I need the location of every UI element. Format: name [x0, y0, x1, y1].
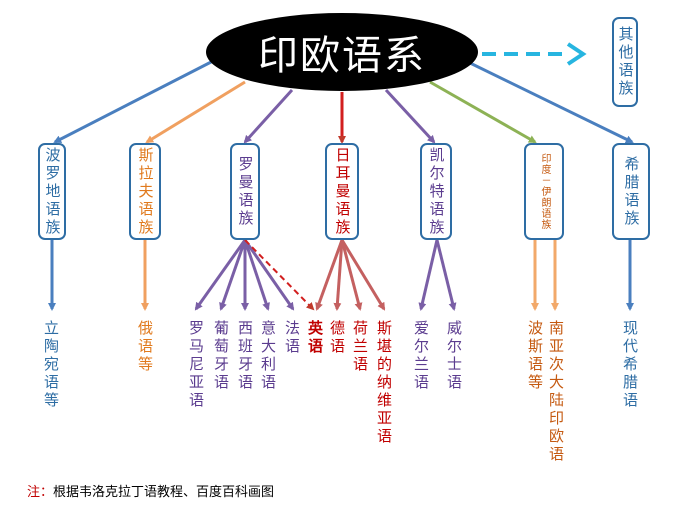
- root-arrows: [53, 58, 634, 144]
- branch-box-romance: 罗曼语族: [230, 143, 260, 240]
- branch-label-celtic: 凯尔特语族: [427, 146, 446, 237]
- leaf-scandinavian: 斯堪的纳维亚语: [375, 320, 393, 446]
- leaf-russian: 俄语等: [136, 320, 154, 374]
- branch-box-celtic: 凯尔特语族: [420, 143, 452, 240]
- source-note-lead: 注：: [27, 485, 54, 500]
- leaf-spanish: 西班牙语: [236, 320, 254, 392]
- branch-label-baltic: 波罗地语族: [43, 146, 62, 237]
- other-dashed-arrow: [482, 42, 587, 66]
- leaf-portuguese: 葡萄牙语: [212, 320, 230, 392]
- leaf-irish: 爱尔兰语: [412, 320, 430, 392]
- branch-label-indo-iranian: 印度－伊朗语族: [539, 153, 550, 230]
- branch-box-baltic: 波罗地语族: [38, 143, 66, 240]
- branch-box-germanic: 日耳曼语族: [325, 143, 359, 240]
- leaf-italian: 意大利语: [259, 320, 277, 392]
- leaf-arrows: [48, 239, 634, 311]
- branch-box-indo-iranian: 印度－伊朗语族: [524, 143, 564, 240]
- leaf-dutch: 荷兰语: [351, 320, 369, 374]
- leaf-persian: 波斯语等: [526, 320, 544, 392]
- leaf-romanian: 罗马尼亚语: [187, 320, 205, 410]
- branch-box-slavic: 斯拉夫语族: [129, 143, 161, 240]
- branch-label-romance: 罗曼语族: [236, 155, 255, 228]
- source-note-text: 根据韦洛克拉丁语教程、百度百科画图: [53, 485, 275, 500]
- leaf-welsh: 威尔士语: [445, 320, 463, 392]
- leaf-german: 德语: [328, 320, 346, 356]
- leaf-english: 英语: [306, 320, 324, 356]
- branch-label-slavic: 斯拉夫语族: [136, 146, 155, 237]
- leaf-south-asian: 南亚次大陆印欧语: [547, 320, 565, 464]
- branch-label-greek: 希腊语族: [622, 155, 641, 228]
- other-branches-box: 其他语族: [612, 17, 638, 107]
- leaf-modern-greek: 现代希腊语: [621, 320, 639, 410]
- leaf-lithuanian: 立陶宛语等: [42, 320, 60, 410]
- root-node-indo-european: 印欧语系: [206, 13, 478, 91]
- branch-label-germanic: 日耳曼语族: [333, 146, 352, 237]
- branch-box-greek: 希腊语族: [612, 143, 650, 240]
- root-label: 印欧语系: [258, 33, 426, 79]
- source-note: 注：根据韦洛克拉丁语教程、百度百科画图: [27, 481, 274, 500]
- other-branches-label: 其他语族: [616, 26, 635, 98]
- leaf-french: 法语: [283, 320, 301, 356]
